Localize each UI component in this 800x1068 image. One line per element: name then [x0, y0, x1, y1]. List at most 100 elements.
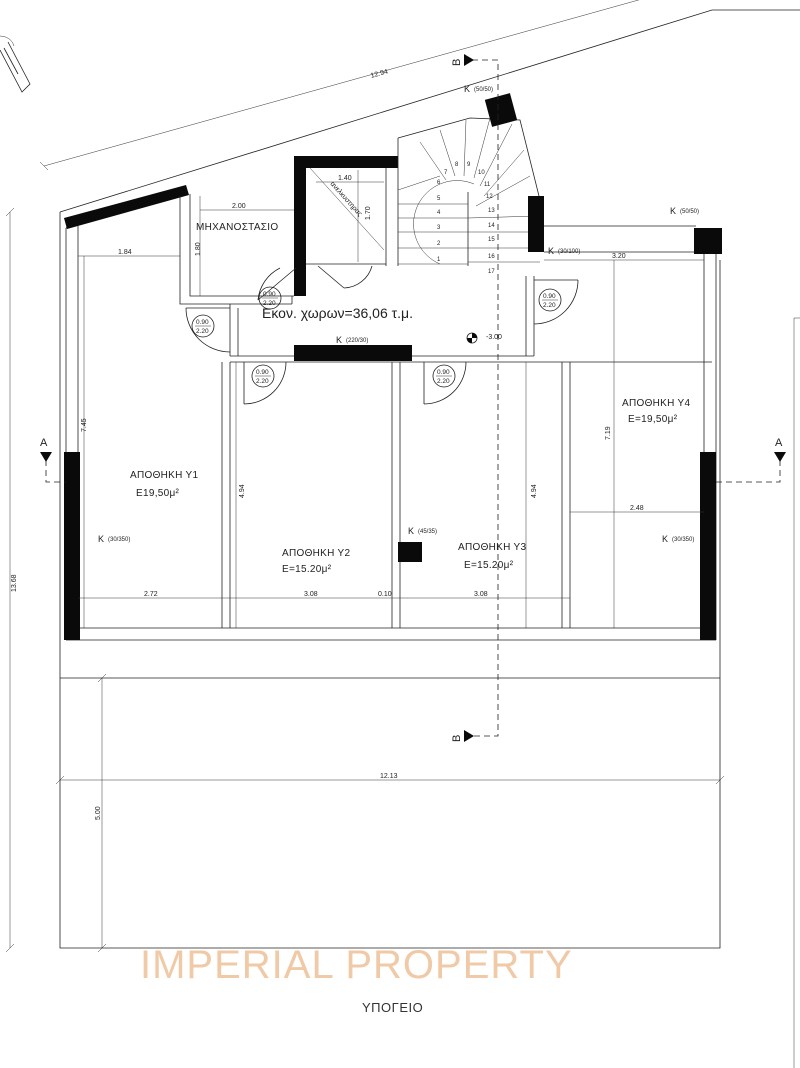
machine-room: 2.00 1.80 ΜΗΧΑΝΟΣΤΑΣΙΟ: [179, 194, 294, 305]
svg-text:2.72: 2.72: [144, 591, 158, 598]
svg-text:7.19: 7.19: [605, 426, 612, 440]
storage-y3: ΑΠΟΘΗΚΗ Υ3 Ε=15.20μ²: [458, 542, 526, 571]
svg-text:1.40: 1.40: [338, 175, 352, 182]
corridor: Εκον. χωρων=36,06 τ.μ. -3.00 K (220/30): [229, 276, 712, 363]
svg-text:Ε=15.20μ²: Ε=15.20μ²: [464, 560, 514, 571]
svg-text:4.94: 4.94: [239, 484, 246, 498]
svg-text:3.08: 3.08: [304, 591, 318, 598]
svg-text:10: 10: [478, 170, 485, 176]
svg-text:Ε=15.20μ²: Ε=15.20μ²: [282, 564, 332, 575]
section-b: Β Β: [451, 54, 499, 742]
door-tag: 0.90 2.20: [258, 286, 282, 310]
building-walls: [64, 185, 722, 641]
svg-text:2: 2: [437, 241, 441, 247]
svg-text:2.48: 2.48: [630, 505, 644, 512]
door-tag: 0.90 2.20: [432, 364, 456, 388]
stair-step-numbers: 1 2 3 4 5 6 7 8 9 10 11 12 13 14 15 16 1…: [437, 162, 495, 275]
svg-text:K: K: [336, 335, 342, 345]
door-tag: 0.90 2.20: [538, 288, 562, 312]
svg-text:8: 8: [455, 162, 459, 168]
svg-text:(45/35): (45/35): [418, 529, 437, 535]
section-a: Α Α: [40, 437, 786, 483]
svg-text:2.20: 2.20: [543, 302, 556, 309]
svg-text:2.20: 2.20: [196, 328, 209, 335]
plan-caption: ΥΠΟΓΕΙΟ: [362, 1000, 423, 1015]
svg-text:2.00: 2.00: [232, 203, 246, 210]
door-tags: 0.90 2.20 0.90 2.20 0.90 2.20 0.90 2.20: [185, 267, 579, 405]
area-note: Εκον. χωρων=36,06 τ.μ.: [262, 305, 413, 321]
svg-text:(30/350): (30/350): [108, 537, 130, 543]
svg-text:ΑΠΟΘΗΚΗ Υ2: ΑΠΟΘΗΚΗ Υ2: [282, 548, 351, 559]
svg-text:11: 11: [484, 182, 491, 188]
svg-text:7.45: 7.45: [81, 418, 88, 432]
door-tag: 0.90 2.20: [191, 314, 215, 338]
svg-text:3: 3: [437, 225, 441, 231]
svg-text:K: K: [464, 84, 470, 94]
svg-text:9: 9: [467, 162, 471, 168]
svg-text:3.20: 3.20: [612, 253, 626, 260]
svg-text:14: 14: [488, 223, 495, 229]
svg-text:1.70: 1.70: [365, 206, 372, 220]
svg-text:K: K: [98, 534, 104, 544]
svg-text:5: 5: [437, 196, 441, 202]
svg-text:15: 15: [488, 237, 495, 243]
dim-left: 13.68: [5, 207, 18, 953]
dim-top: 12.94: [39, 0, 640, 171]
elevator-shaft: 1.40 1.70 ανελκυστηρας: [294, 156, 398, 296]
svg-text:13: 13: [488, 208, 495, 214]
svg-text:2.20: 2.20: [437, 378, 450, 385]
svg-text:0.90: 0.90: [543, 293, 556, 300]
dim-bottom: 12.13 5.00: [55, 673, 725, 953]
svg-text:0.10: 0.10: [378, 591, 392, 598]
svg-text:7: 7: [444, 170, 448, 176]
svg-text:1: 1: [437, 257, 441, 263]
svg-text:2.20: 2.20: [256, 378, 269, 385]
svg-text:5.00: 5.00: [95, 806, 102, 820]
dim-top-label: 12.94: [370, 69, 389, 80]
watermark-logo: IMPERIAL PROPERTY: [140, 943, 573, 987]
compass-icon: [0, 35, 31, 93]
svg-text:1.80: 1.80: [195, 242, 202, 256]
svg-text:(30/350): (30/350): [672, 537, 694, 543]
svg-text:Β: Β: [451, 59, 463, 66]
storage-y1: ΑΠΟΘΗΚΗ Υ1 Ε19,50μ²: [130, 470, 199, 499]
storage-partitions: [221, 362, 571, 628]
svg-text:(220/30): (220/30): [346, 338, 368, 344]
svg-text:Α: Α: [775, 437, 783, 449]
svg-text:3.08: 3.08: [474, 591, 488, 598]
svg-text:K: K: [662, 534, 668, 544]
svg-text:K: K: [408, 526, 414, 536]
svg-text:12: 12: [486, 194, 493, 200]
column-tags: K (50/50) K (50/50) K (30/100) K (30/350…: [98, 84, 699, 544]
svg-text:0.90: 0.90: [263, 291, 276, 298]
storage-y2: ΑΠΟΘΗΚΗ Υ2 Ε=15.20μ²: [282, 548, 351, 575]
svg-text:4: 4: [437, 210, 441, 216]
column-tag-mid: K (220/30): [336, 335, 368, 345]
svg-text:0.90: 0.90: [437, 369, 450, 376]
room-dimensions: 1.84 7.45 3.20 7.19 4.94 4.94 2.72 3.08 …: [78, 249, 704, 628]
svg-text:16: 16: [488, 254, 495, 260]
svg-text:12.13: 12.13: [380, 773, 398, 780]
plot-boundary: [59, 9, 800, 1068]
svg-text:K: K: [548, 246, 554, 256]
storage-y4: ΑΠΟΘΗΚΗ Υ4 Ε=19,50μ²: [622, 398, 691, 425]
svg-text:K: K: [670, 206, 676, 216]
staircase: 1 2 3 4 5 6 7 8 9 10 11 12 13 14 15 16 1…: [397, 93, 544, 275]
svg-text:0.90: 0.90: [256, 369, 269, 376]
svg-text:1.84: 1.84: [118, 249, 132, 256]
svg-text:6: 6: [437, 180, 441, 186]
svg-text:4.94: 4.94: [531, 484, 538, 498]
svg-text:(50/50): (50/50): [474, 87, 493, 93]
svg-text:(30/100): (30/100): [558, 249, 580, 255]
svg-text:Β: Β: [451, 735, 463, 742]
svg-text:Ε19,50μ²: Ε19,50μ²: [136, 488, 180, 499]
svg-text:ΑΠΟΘΗΚΗ Υ4: ΑΠΟΘΗΚΗ Υ4: [622, 398, 691, 409]
svg-text:17: 17: [488, 269, 495, 275]
dim-left-label: 13.68: [11, 574, 18, 592]
svg-text:-3.00: -3.00: [486, 334, 502, 341]
svg-text:(50/50): (50/50): [680, 209, 699, 215]
svg-text:ΑΠΟΘΗΚΗ Υ1: ΑΠΟΘΗΚΗ Υ1: [130, 470, 199, 481]
svg-text:2.20: 2.20: [263, 300, 276, 307]
svg-text:0.90: 0.90: [196, 319, 209, 326]
